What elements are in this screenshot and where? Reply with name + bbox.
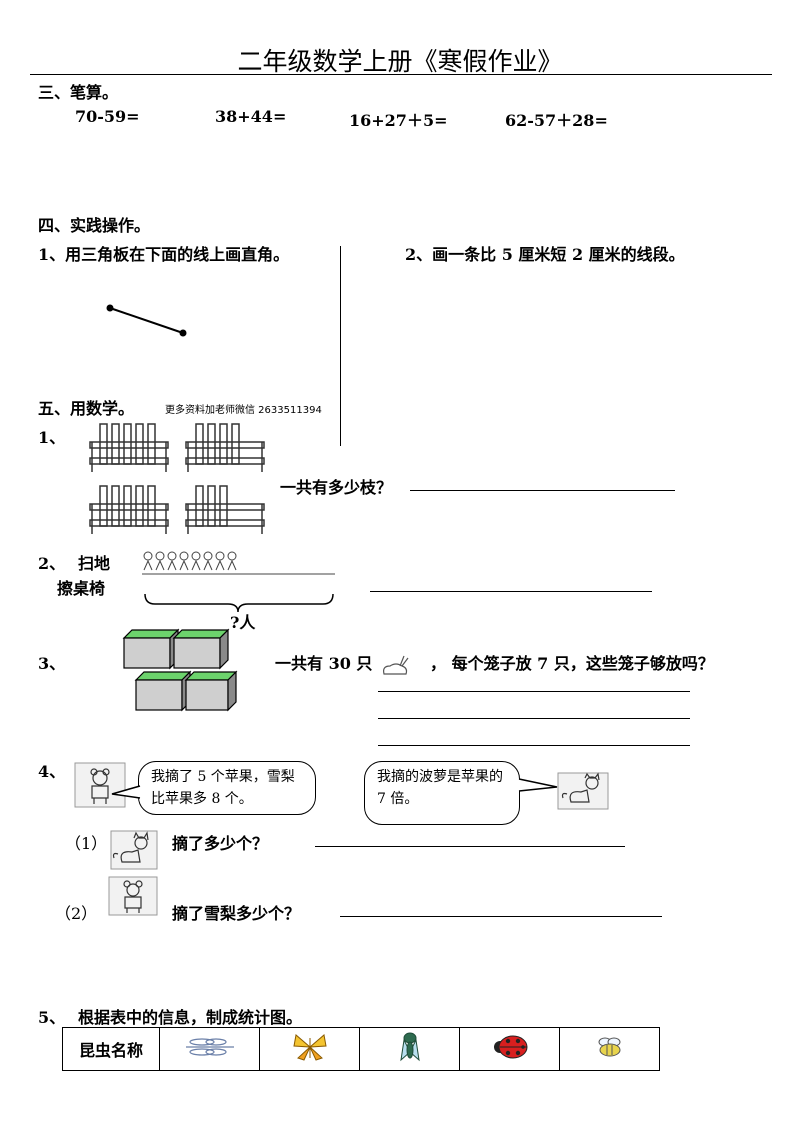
bubble-right: 我摘的波萝是苹果的 7 倍。 [364,761,520,825]
cicada-icon [399,1032,420,1062]
q4-sub1-answer-line[interactable] [315,846,625,847]
q2-number: 2、 [38,554,66,573]
q4-sub2-number: （2） [55,904,98,923]
q5-text: 根据表中的信息，制成统计图。 [78,1008,303,1027]
page-title: 二年级数学上册《寒假作业》 [237,47,563,76]
table-row: 昆虫名称 [62,1027,660,1071]
section4-q2: 2、画一条比 5 厘米短 2 厘米的线段。 [405,245,685,264]
title-divider [30,74,772,75]
ladybug-icon [493,1035,527,1059]
problem-1: 70-59= [75,107,140,126]
cat-icon [557,772,609,810]
table-header-cell: 昆虫名称 [62,1027,160,1071]
bubble-right-tail [518,778,558,792]
q3-text-a: 一共有 30 只 [275,654,373,673]
q3-number: 3、 [38,654,66,673]
cages-image [122,628,238,712]
butterfly-icon [292,1034,327,1061]
q4-sub2-answer-line[interactable] [340,916,662,917]
table-cell-cicada [359,1027,460,1071]
q2-brace-label: ?人 [230,613,256,632]
bee-icon [598,1037,620,1057]
table-cell-ladybug [459,1027,560,1071]
table-cell-bee [559,1027,660,1071]
section3-heading: 三、笔算。 [38,83,119,102]
pencil-holders-image [89,423,265,534]
bear-icon-small [108,876,158,916]
q1-answer-line[interactable] [410,490,675,491]
students-row-image [142,551,335,575]
bear-icon [74,762,126,808]
problem-4: 62-57＋28= [505,111,608,130]
cat-icon-small [110,830,158,870]
section4-heading: 四、实践操作。 [38,216,151,235]
bubble-left: 我摘了 5 个苹果，雪梨比苹果多 8 个。 [138,761,316,815]
q3-text-b: ， 每个笼子放 7 只，这些笼子够放吗？ [430,654,714,673]
section4-q1: 1、用三角板在下面的线上画直角。 [38,245,290,264]
q4-sub2-text: 摘了雪梨多少个？ [172,904,301,923]
section5-heading: 五、用数学。 [38,399,135,418]
problem-3: 16+27＋5= [349,111,448,130]
q3-answer-line-3[interactable] [378,745,690,746]
dragonfly-icon [185,1038,234,1056]
q4-sub1-number: （1） [65,834,108,853]
segment-figure [106,304,187,337]
bubble-left-tail [111,785,141,799]
table-cell-butterfly [259,1027,360,1071]
brace-figure [144,593,334,613]
q2-label-sweep: 扫地 [78,554,111,573]
q1-question: 一共有多少枝？ [280,478,393,497]
table-cell-dragonfly [159,1027,260,1071]
watermark-text: 更多资料加老师微信 2633511394 [165,405,322,416]
q4-sub1-text: 摘了多少个？ [172,834,269,853]
q2-answer-line[interactable] [370,591,652,592]
q2-label-wipe: 擦桌椅 [57,579,106,598]
q3-answer-line-2[interactable] [378,718,690,719]
vertical-divider [340,246,341,446]
problem-2: 38+44= [215,107,287,126]
rabbit-icon [383,655,409,675]
q4-number: 4、 [38,762,66,781]
insect-table: 昆虫名称 [62,1027,660,1071]
q5-number: 5、 [38,1008,66,1027]
q1-number: 1、 [38,428,66,447]
q3-answer-line-1[interactable] [378,691,690,692]
